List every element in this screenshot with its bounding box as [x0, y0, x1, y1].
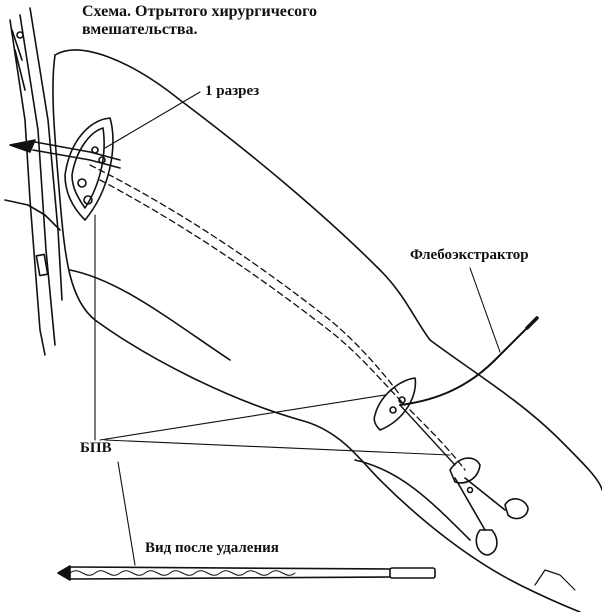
leader-lines — [94, 91, 501, 566]
vein-label: БПВ — [80, 440, 112, 456]
vein-path — [89, 164, 466, 471]
stripper-label: Флебоэкстрактор — [410, 247, 529, 263]
after-removal-label: Вид после удаления — [145, 540, 279, 556]
diagram-title: Схема. Отрытого хирургичесого вмешательс… — [82, 3, 317, 40]
forceps — [449, 457, 529, 556]
incision-2 — [373, 377, 417, 431]
title-line-1: Схема. Отрытого хирургичесого — [82, 3, 318, 20]
removed-vein — [57, 565, 436, 581]
title-line-2: вмешательства. — [82, 21, 198, 39]
thigh-outline — [52, 49, 602, 612]
incision-1 — [64, 117, 114, 221]
incision-label: 1 разрез — [205, 83, 260, 99]
stripper-wire — [399, 316, 539, 466]
left-clamp-drape — [4, 7, 63, 356]
